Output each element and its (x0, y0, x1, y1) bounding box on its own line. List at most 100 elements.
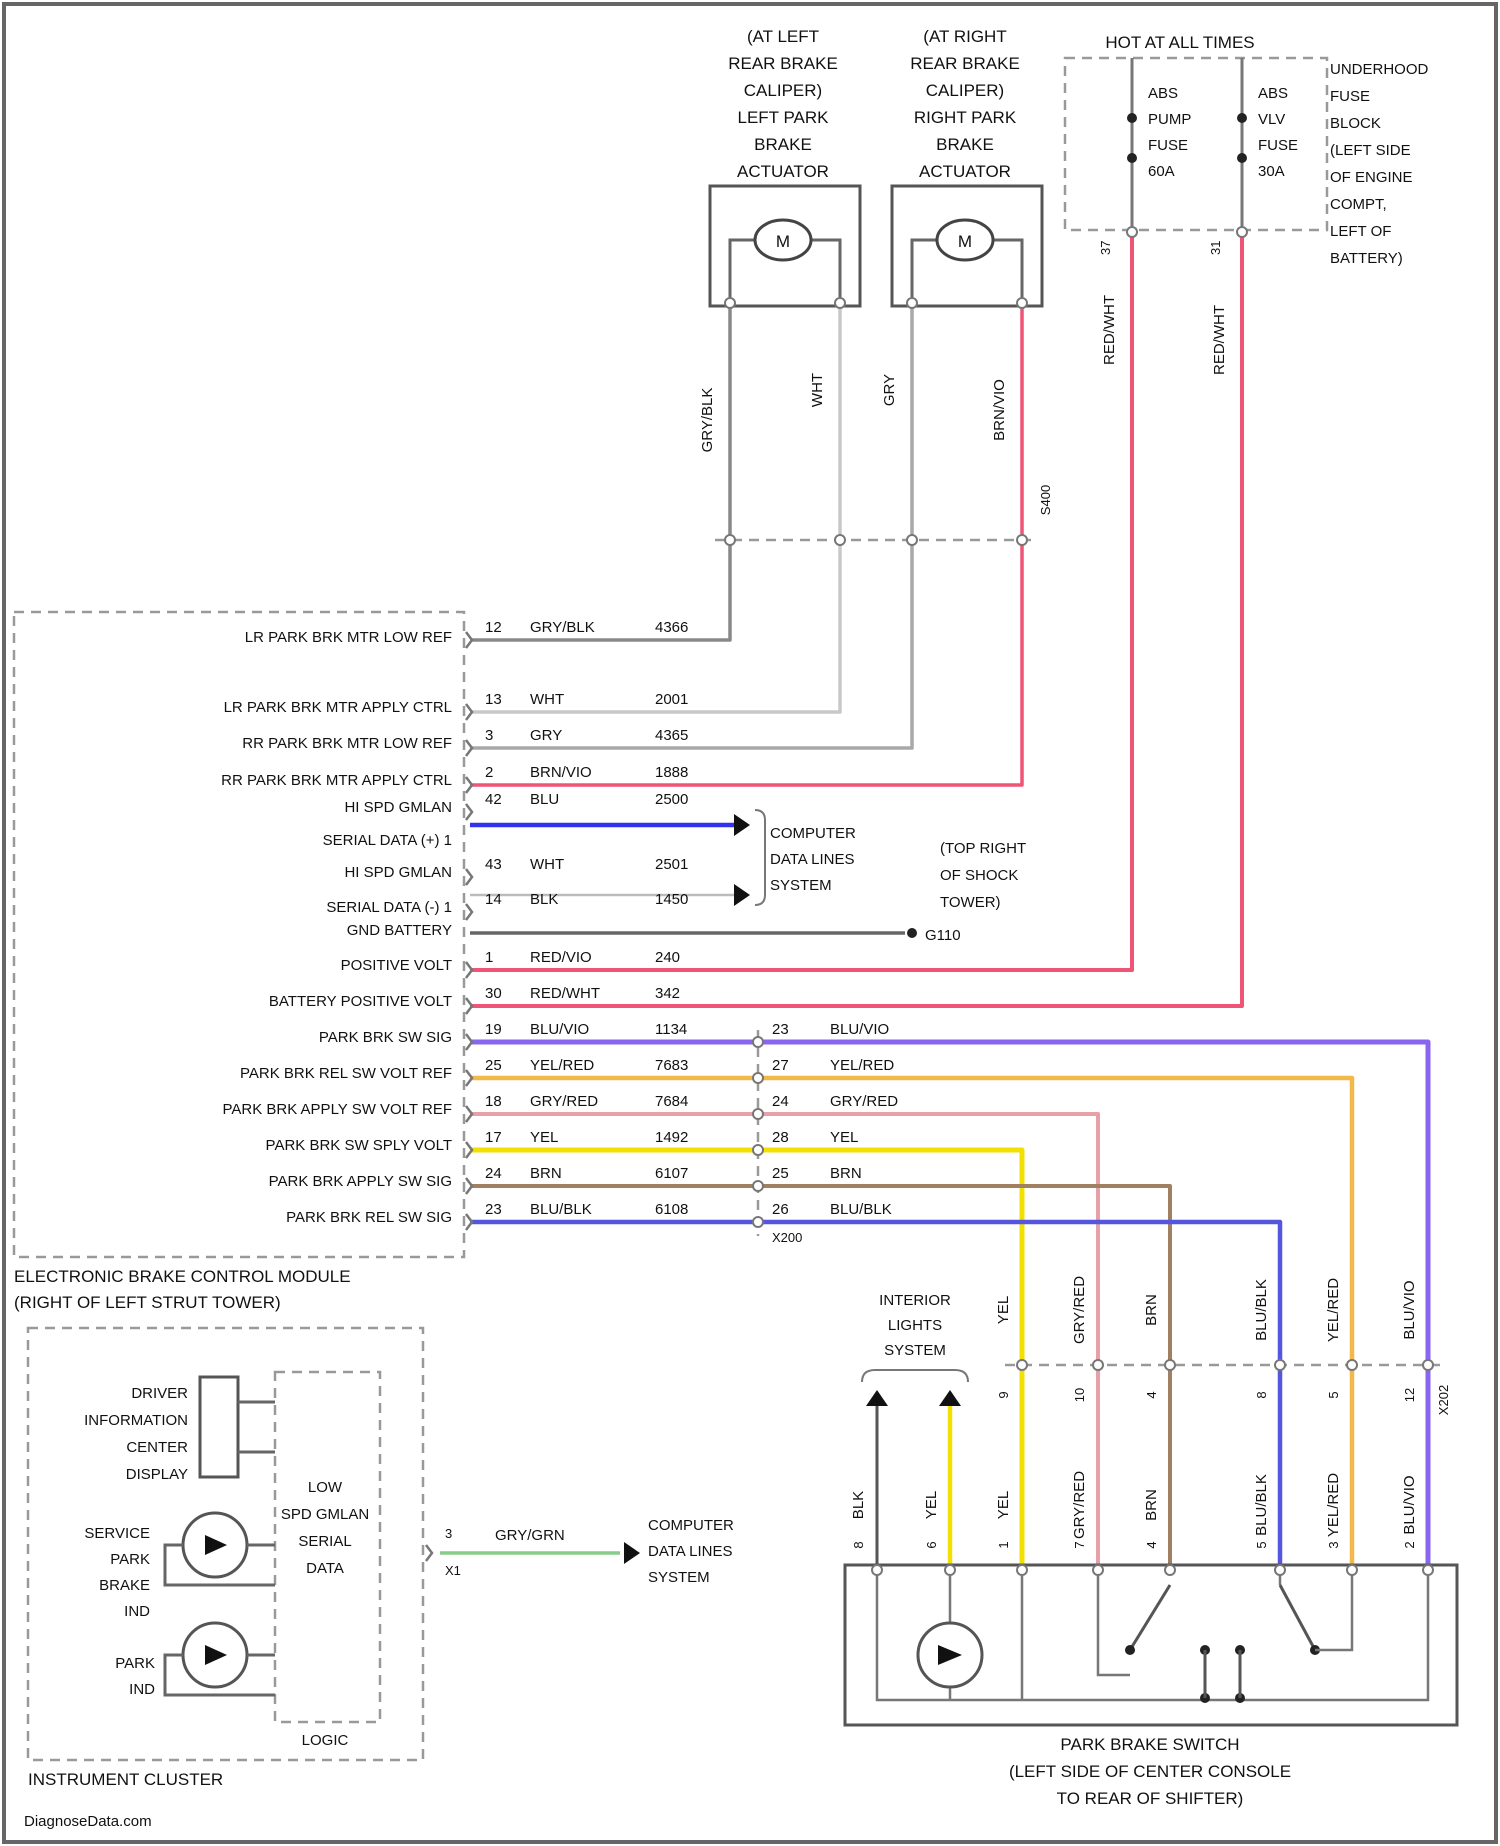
fuse-vlv-terminal-number: 31 (1208, 241, 1223, 255)
ebcm-wire-color: GRY/RED (530, 1093, 598, 1110)
ebcm-wire-color: GRY/BLK (530, 619, 595, 636)
x202-pin-number: 9 (996, 1391, 1011, 1398)
x202-pin-number: 12 (1402, 1388, 1417, 1402)
ebcm-wire-color: RED/VIO (530, 949, 592, 966)
ebcm-circuit-number: 1492 (655, 1129, 688, 1146)
switch-pin-number: 6 (924, 1541, 939, 1548)
switch-pin-number: 4 (1144, 1541, 1159, 1548)
ebcm-pin-number: 2 (485, 764, 493, 781)
interior-lights-label: LIGHTS (888, 1317, 942, 1334)
ground-location-label: OF SHOCK (940, 867, 1018, 884)
actuator-terminal (907, 298, 917, 308)
ground-g110-terminal (907, 928, 917, 938)
switch-lower-wire-label: YEL (923, 1491, 940, 1519)
left-actuator-label: REAR BRAKE (728, 54, 838, 73)
switch-lower-wire-label: BLK (850, 1491, 867, 1519)
ebcm-wire-color: BLU (530, 791, 559, 808)
ebcm-pin-number: 42 (485, 791, 502, 808)
cluster-computer-data-lines-label: DATA LINES (648, 1543, 732, 1560)
right-actuator-label: CALIPER) (926, 81, 1004, 100)
hot-at-all-times-label: HOT AT ALL TIMES (1105, 33, 1254, 52)
fuse-vlv-label: 30A (1258, 163, 1285, 180)
park-brake-switch-pin (945, 1565, 955, 1575)
underhood-fuse-block-label: (LEFT SIDE (1330, 142, 1411, 159)
fuse-vlv-terminal-bottom (1237, 153, 1247, 163)
interior-lights-label: INTERIOR (879, 1292, 951, 1309)
switch-lower-wire-label: BLU/BLK (1253, 1474, 1270, 1536)
park-brake-switch-label: (LEFT SIDE OF CENTER CONSOLE (1009, 1762, 1291, 1781)
ebcm-pin-label: HI SPD GMLAN (344, 799, 452, 816)
cluster-wire-color: GRY/GRN (495, 1527, 565, 1544)
ebcm-location: (RIGHT OF LEFT STRUT TOWER) (14, 1293, 281, 1312)
ebcm-wire-color: BLK (530, 891, 558, 908)
ebcm-circuit-number: 2001 (655, 691, 688, 708)
cluster-computer-data-lines-label: COMPUTER (648, 1517, 734, 1534)
ebcm-pin-label: LR PARK BRK MTR LOW REF (245, 629, 452, 646)
left-actuator-label: ACTUATOR (737, 162, 829, 181)
cluster-connector-name: X1 (445, 1563, 461, 1578)
fuse-pump-output (1127, 227, 1137, 237)
dic-label: CENTER (126, 1439, 188, 1456)
ebcm-pin-label: PARK BRK SW SPLY VOLT (266, 1137, 452, 1154)
ebcm-wire-color: YEL/RED (530, 1057, 594, 1074)
switch-pin-number: 2 (1402, 1541, 1417, 1548)
x202-upper-wire-label: YEL (995, 1296, 1012, 1324)
x202-pin-number: 10 (1072, 1388, 1087, 1402)
ebcm-circuit-number: 240 (655, 949, 680, 966)
ebcm-wire-color: WHT (530, 691, 564, 708)
ebcm-wire-color: BLU/BLK (530, 1201, 592, 1218)
x200-wire-color: GRY/RED (830, 1093, 898, 1110)
x202-pin-number: 8 (1254, 1391, 1269, 1398)
x202-pin (1347, 1360, 1357, 1370)
fuse-pump-terminal-top (1127, 113, 1137, 123)
x202-upper-wire-label: BLU/BLK (1253, 1279, 1270, 1341)
fuse-pump-label: ABS (1148, 85, 1178, 102)
x200-pin (753, 1073, 763, 1083)
x200-pin (753, 1181, 763, 1191)
watermark: DiagnoseData.com (24, 1813, 152, 1830)
fuse-vlv-label: VLV (1258, 111, 1285, 128)
cluster-lowspeed-gmlan-label: LOW (308, 1479, 343, 1496)
ebcm-pin-label: PARK BRK APPLY SW VOLT REF (222, 1101, 452, 1118)
switch-apply-pivot (1125, 1645, 1135, 1655)
x200-wire-color: BLU/VIO (830, 1021, 889, 1038)
actuator-connector-pin (835, 535, 845, 545)
x200-wire-color: BLU/BLK (830, 1201, 892, 1218)
park-brake-switch-pin (1165, 1565, 1175, 1575)
ebcm-pin-number: 12 (485, 619, 502, 636)
ebcm-circuit-number: 1450 (655, 891, 688, 908)
left-actuator-label: BRAKE (754, 135, 812, 154)
vertical-wire-label: GRY (881, 374, 898, 406)
x202-pin-number: 4 (1144, 1391, 1159, 1398)
ebcm-pin-label: PARK BRK REL SW SIG (286, 1209, 452, 1226)
right-actuator-label: RIGHT PARK (914, 108, 1017, 127)
x202-connector-name: X202 (1436, 1385, 1451, 1415)
x200-wire-color: YEL/RED (830, 1057, 894, 1074)
ebcm-circuit-number: 1888 (655, 764, 688, 781)
x202-pin (1275, 1360, 1285, 1370)
service-park-brake-label: SERVICE (84, 1525, 150, 1542)
park-brake-switch-pin (1347, 1565, 1357, 1575)
x202-pin (1165, 1360, 1175, 1370)
actuator-connector-pin (725, 535, 735, 545)
ground-id: G110 (925, 927, 961, 944)
left-actuator-label: CALIPER) (744, 81, 822, 100)
ebcm-pin-number: 30 (485, 985, 502, 1002)
ebcm-pin-label: HI SPD GMLAN (344, 864, 452, 881)
x200-wire-color: YEL (830, 1129, 858, 1146)
vertical-wire-label: BRN/VIO (991, 379, 1008, 441)
ebcm-wire-color: BLU/VIO (530, 1021, 589, 1038)
right-actuator-label: BRAKE (936, 135, 994, 154)
ebcm-pin-label: PARK BRK APPLY SW SIG (269, 1173, 452, 1190)
ground-location-label: TOWER) (940, 894, 1001, 911)
park-brake-switch-pin (872, 1565, 882, 1575)
left-actuator-label: LEFT PARK (737, 108, 829, 127)
ebcm-pin-number: 1 (485, 949, 493, 966)
park-indicator-label: PARK (115, 1655, 155, 1672)
vertical-wire-label: GRY/BLK (699, 388, 716, 453)
park-brake-switch-pin (1093, 1565, 1103, 1575)
park-brake-switch-label: TO REAR OF SHIFTER) (1057, 1789, 1244, 1808)
x200-pin (753, 1145, 763, 1155)
ebcm-circuit-number: 7683 (655, 1057, 688, 1074)
underhood-fuse-block-label: BLOCK (1330, 115, 1381, 132)
